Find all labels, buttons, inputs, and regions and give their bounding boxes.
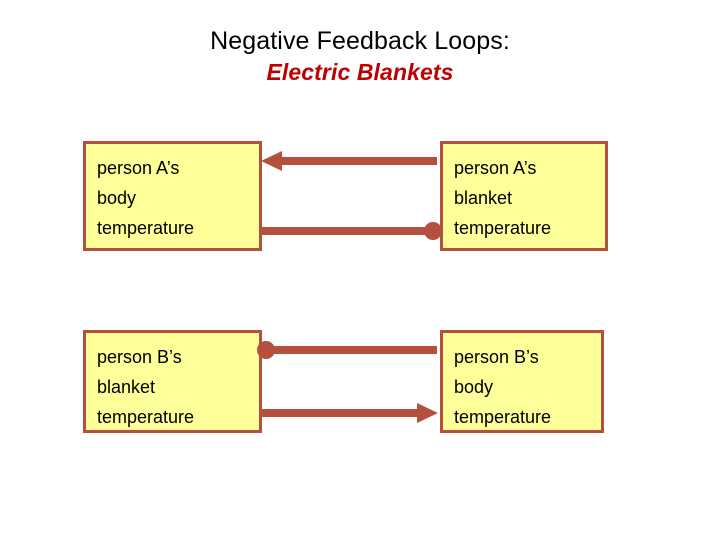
connector-b-body-to-b-blanket-ball[interactable] bbox=[257, 341, 437, 359]
node-line: person B’s bbox=[97, 347, 182, 367]
node-person-a-body-temperature[interactable]: person A’s body temperature bbox=[83, 141, 262, 251]
node-person-b-blanket-temperature[interactable]: person B’s blanket temperature bbox=[83, 330, 262, 433]
slide-title: Negative Feedback Loops: Electric Blanke… bbox=[0, 26, 720, 87]
ball-end-icon bbox=[257, 341, 275, 359]
node-person-b-body-temperature[interactable]: person B’s body temperature bbox=[440, 330, 604, 433]
arrowhead-right-icon bbox=[417, 403, 438, 423]
node-line: temperature bbox=[454, 407, 552, 427]
node-line: blanket bbox=[454, 188, 513, 208]
connector-b-blanket-to-b-body-arrow[interactable] bbox=[261, 403, 438, 423]
node-line: blanket bbox=[97, 377, 156, 397]
node-line: temperature bbox=[97, 407, 195, 427]
arrowhead-left-icon bbox=[261, 151, 282, 171]
node-line: person A’s bbox=[454, 158, 537, 178]
node-line: person A’s bbox=[97, 158, 180, 178]
connector-a-blanket-to-a-body-arrow[interactable] bbox=[261, 151, 437, 171]
page-subtitle: Electric Blankets bbox=[266, 59, 454, 85]
node-person-a-blanket-temperature[interactable]: person A’s blanket temperature bbox=[440, 141, 608, 251]
connector-a-body-to-a-blanket-ball[interactable] bbox=[261, 222, 442, 240]
node-line: body bbox=[454, 377, 494, 397]
node-line: temperature bbox=[97, 218, 195, 238]
node-line: temperature bbox=[454, 218, 552, 238]
node-line: body bbox=[97, 188, 137, 208]
ball-end-icon bbox=[424, 222, 442, 240]
page-title: Negative Feedback Loops: bbox=[210, 27, 510, 55]
node-line: person B’s bbox=[454, 347, 539, 367]
